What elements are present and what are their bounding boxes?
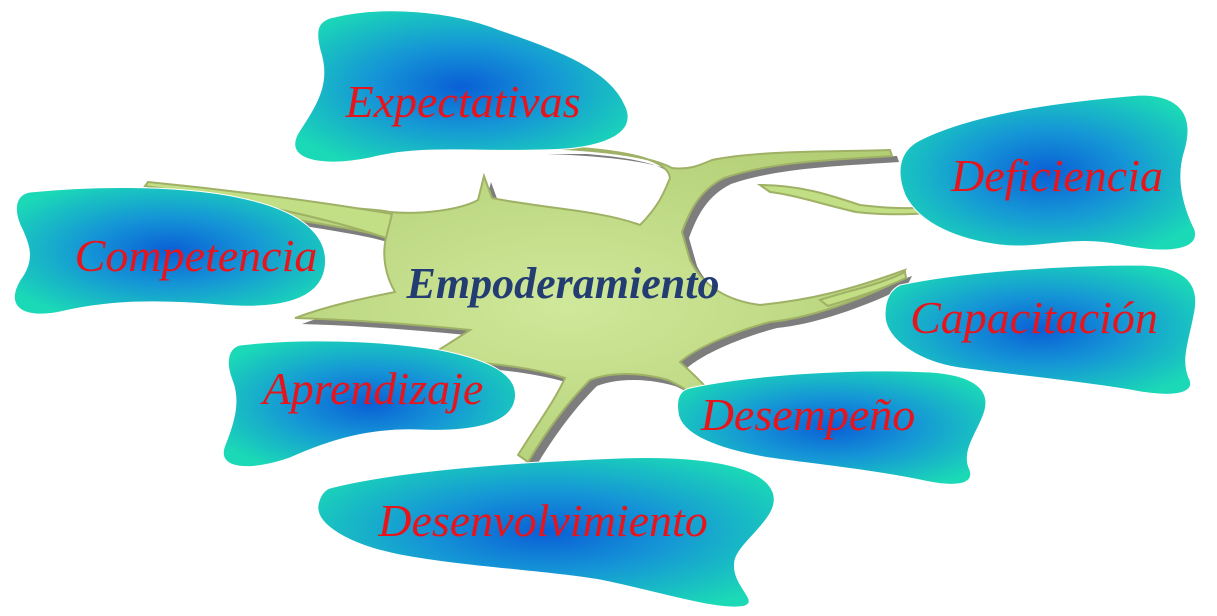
node-capacitacion: Capacitación — [884, 264, 1197, 395]
node-aprendizaje: Aprendizaje — [222, 340, 517, 468]
node-competencia-label: Competencia — [75, 230, 318, 281]
node-aprendizaje-label: Aprendizaje — [260, 363, 484, 414]
node-capacitacion-label: Capacitación — [910, 292, 1158, 343]
node-competencia-shape — [13, 186, 327, 315]
node-deficiencia: Deficiencia — [899, 94, 1197, 251]
node-expectativas-shape — [294, 10, 629, 163]
node-competencia: Competencia — [13, 186, 327, 315]
node-desenvolvimiento: Desenvolvimiento — [317, 457, 775, 608]
node-desenvolvimiento-shape — [317, 457, 775, 608]
node-deficiencia-shape — [899, 94, 1197, 251]
node-aprendizaje-shape — [222, 340, 517, 468]
node-desempeno-label: Desempeño — [700, 389, 916, 440]
node-desempeno: Desempeño — [677, 370, 987, 485]
node-desenvolvimiento-label: Desenvolvimiento — [377, 495, 708, 546]
center-label: Empoderamiento — [406, 259, 720, 308]
node-expectativas: Expectativas — [294, 10, 629, 163]
node-deficiencia-label: Deficiencia — [950, 150, 1163, 201]
node-capacitacion-shape — [884, 264, 1197, 395]
node-expectativas-label: Expectativas — [344, 76, 580, 127]
node-desempeno-shape — [677, 370, 987, 485]
center-shape — [143, 147, 946, 464]
